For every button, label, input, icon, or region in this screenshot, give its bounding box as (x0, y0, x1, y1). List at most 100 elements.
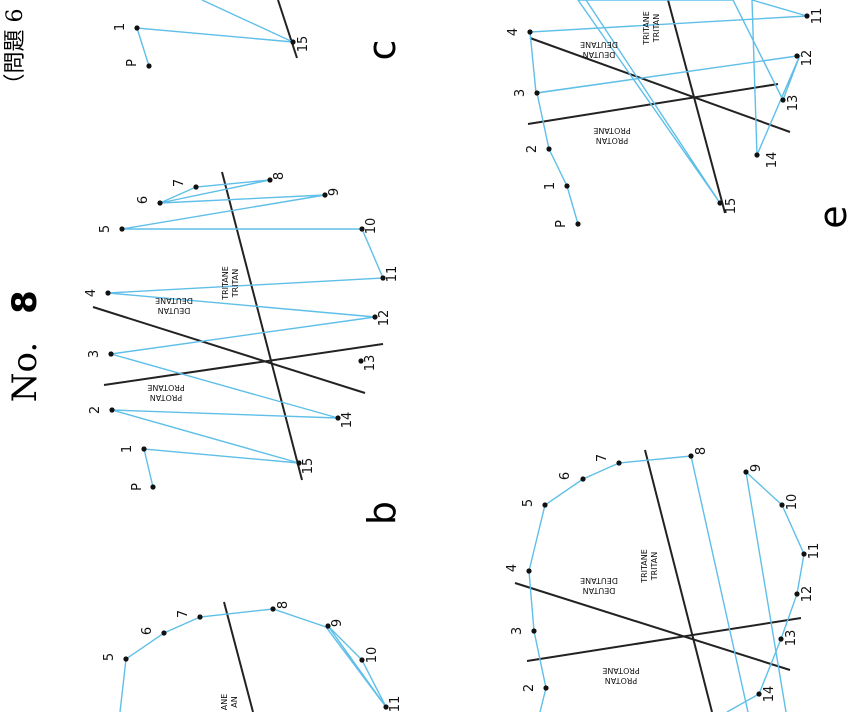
panel-br-cap-label: 3 (510, 627, 525, 635)
panel-bl-axis-names: ANE AN (220, 694, 239, 711)
panel-bl-cap-dots (123, 606, 389, 710)
panel-b-cap-label: 8 (272, 172, 287, 180)
panel-e-cap-label: 3 (513, 89, 528, 97)
panel-br-axis-names: PROTANE PROTAN DEUTANE DEUTAN TRITANE TR… (580, 549, 659, 685)
panel-b-protan-label-1: PROTANE (147, 383, 184, 392)
panel-bottom-right-diagram: 2 3 4 5 6 7 8 9 10 11 12 13 14 PROTANE P… (505, 447, 822, 712)
panel-c-cap-label: 1 (113, 23, 128, 31)
panel-e-cap-label: 1 (543, 182, 558, 190)
panel-b-cap-label: 11 (385, 266, 400, 283)
panel-b-cap-label: 14 (340, 412, 355, 429)
panel-b-cap-label: 3 (87, 350, 102, 358)
panel-bl-cap-label: 10 (365, 647, 380, 664)
panel-e-axis-names: PROTANE PROTAN DEUTANE DEUTAN TRITANE TR… (580, 11, 661, 145)
panel-e-cap-label: 14 (765, 152, 780, 169)
panel-e-protan-label-1: PROTANE (593, 126, 630, 135)
panel-b-letter: b (360, 501, 404, 525)
panel-e-cap-path (529, 0, 808, 225)
panel-bl-cap-path (119, 608, 387, 712)
panel-b-cap-label: 5 (98, 225, 113, 233)
panel-br-tritan-label-2: TRITAN (650, 552, 659, 582)
title-number-label: No. (5, 342, 45, 402)
sheet-header: No. 8 （問題 6 (3, 9, 45, 403)
panel-e-tritan-label-1: TRITANE (642, 11, 651, 46)
panel-br-tritan-axis (644, 449, 713, 712)
title-number-value: 8 (5, 290, 45, 314)
panel-e-cap-dots (527, 13, 810, 227)
panel-b-confusion-axes (92, 171, 384, 481)
panel-b-cap-labels: P 1 2 3 4 5 6 7 8 9 10 11 12 13 14 15 (84, 172, 400, 491)
panel-br-cap-label: 8 (694, 447, 709, 455)
panel-br-cap-label: 12 (800, 586, 815, 603)
panel-b-deutan-label-1: DEUTANE (155, 296, 193, 305)
panel-bl-cap-label: 5 (102, 653, 117, 661)
panel-br-cap-label: 9 (749, 464, 764, 472)
panel-b-deutan-label-2: DEUTAN (158, 306, 191, 315)
panel-e-cap-label: 4 (506, 28, 521, 36)
panel-e-cap-label: 11 (810, 8, 825, 25)
panel-br-cap-label: 13 (784, 630, 799, 647)
panel-b-deutan-axis (92, 306, 366, 394)
panel-e-tritan-label-2: TRITAN (652, 14, 661, 44)
panel-e-deutan-label-1: DEUTANE (580, 40, 618, 49)
panel-b-cap-label: 2 (88, 406, 103, 414)
panel-b-protan-label-2: PROTAN (150, 393, 182, 402)
panel-br-cap-labels: 2 3 4 5 6 7 8 9 10 11 12 13 14 (505, 447, 822, 702)
panel-b-cap-label: 9 (327, 188, 342, 196)
panel-b-tritan-axis (221, 171, 303, 481)
panel-br-cap-label: 14 (762, 686, 777, 703)
panel-c-cap-label: P (125, 59, 140, 67)
panel-e-cap-label: 15 (724, 198, 739, 215)
panel-e-letter: e (811, 205, 855, 228)
panel-br-cap-label: 10 (785, 494, 800, 511)
panel-b-tritan-label-2: TRITAN (231, 269, 240, 299)
panel-b-tritan-label-1: TRITANE (221, 266, 230, 301)
panel-br-deutan-label-1: DEUTANE (580, 576, 618, 585)
panel-bl-cap-label: 8 (276, 601, 291, 609)
panel-e-cap-label: 13 (786, 95, 801, 112)
panel-br-tritan-label-1: TRITANE (640, 549, 649, 584)
panel-c-cap-labels: P 1 15 (113, 23, 311, 67)
panel-c-letter: c (360, 40, 404, 61)
panel-e-protan-axis (527, 83, 779, 125)
panel-e-deutan-label-2: DEUTAN (583, 50, 616, 59)
question-corner-text: （問題 6 (3, 9, 28, 96)
panel-b-cap-label: 10 (364, 218, 379, 235)
panel-e-cap-labels: P 1 2 3 4 11 12 13 14 15 (506, 8, 825, 228)
panel-br-deutan-axis (514, 582, 791, 671)
panel-br-confusion-axes (514, 449, 802, 712)
panel-br-cap-label: 11 (807, 543, 822, 560)
panel-e-tritan-axis (667, 0, 726, 214)
panel-b-cap-label: 12 (377, 310, 392, 327)
panel-bl-cap-label: 11 (388, 696, 403, 712)
panel-b-cap-label: 7 (172, 179, 187, 187)
panel-bl-tritan-label-2: AN (230, 696, 239, 707)
panel-bl-tritan-label-1: ANE (220, 694, 229, 711)
panel-c-tritan-axis (277, 0, 298, 59)
panel-bl-tritan-axis (223, 601, 254, 712)
panel-br-cap-label: 6 (558, 472, 573, 480)
panel-e-cap-label: 12 (800, 50, 815, 67)
panel-b-cap-path (107, 179, 385, 488)
panel-b-protan-axis (103, 343, 384, 386)
panel-e-cap-label: P (554, 220, 569, 228)
panel-bl-cap-label: 9 (330, 619, 345, 627)
panel-e-cap-label: 2 (525, 145, 540, 153)
panel-b-cap-label: 15 (301, 458, 316, 475)
panel-br-protan-axis (526, 617, 802, 662)
panel-br-deutan-label-2: DEUTAN (583, 586, 616, 595)
panel-b-cap-dots (105, 177, 386, 490)
panel-c-cap-label: 15 (296, 36, 311, 53)
panel-br-protan-label-1: PROTANE (602, 666, 639, 675)
panel-br-cap-label: 4 (505, 564, 520, 572)
panel-bottom-left-diagram: 5 6 7 8 9 10 11 ANE AN (102, 601, 403, 712)
panel-br-cap-label: 7 (595, 454, 610, 462)
panel-e-confusion-axes (527, 0, 791, 214)
panel-b-cap-label: 13 (363, 355, 378, 372)
panel-b-diagram: P 1 2 3 4 5 6 7 8 9 10 11 12 13 14 15 PR… (84, 171, 400, 491)
panel-bl-cap-labels: 5 6 7 8 9 10 11 (102, 601, 403, 712)
panel-e-deutan-axis (529, 37, 791, 133)
panel-e-protan-label-2: PROTAN (596, 136, 628, 145)
panel-bl-cap-label: 6 (140, 627, 155, 635)
